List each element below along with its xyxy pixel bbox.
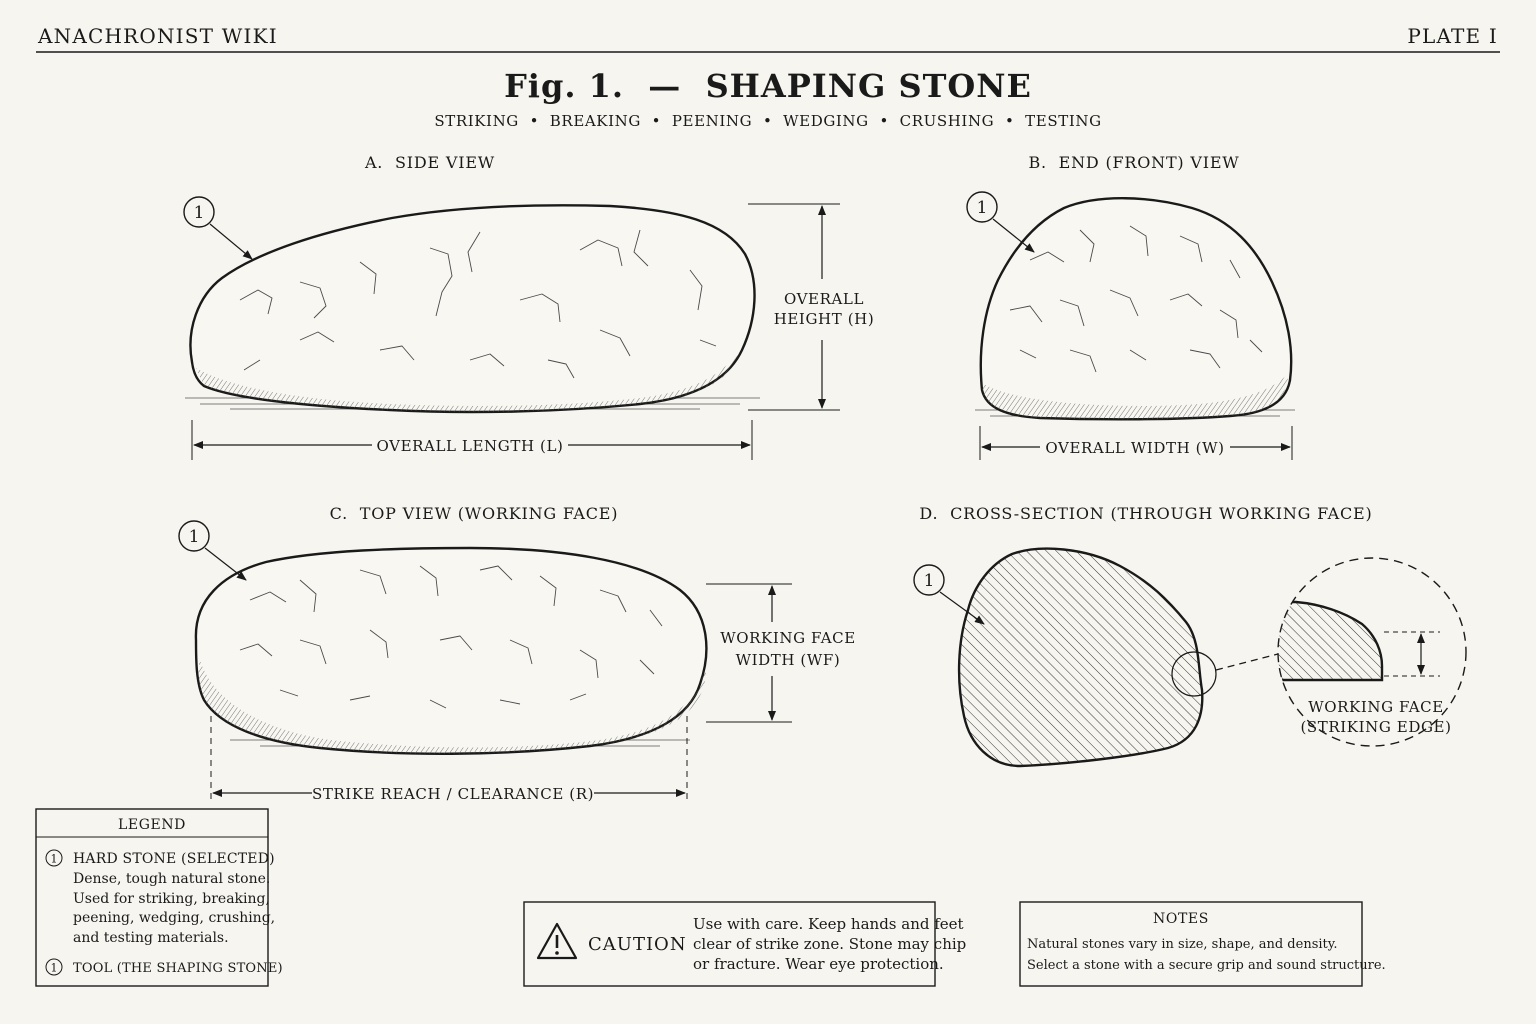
stone-end-underside-shading [982,374,1288,420]
legend-marker-2-number: 1 [51,962,58,975]
callout-marker-d [913,564,945,596]
wf-label-line2: WIDTH (WF) [736,651,841,669]
callout-marker-a [183,196,215,228]
leader-line-c [204,547,247,581]
callout-marker-b [966,191,998,223]
legend-item-1-desc-line2: Used for striking, breaking, [73,891,270,907]
stone-top-view [194,546,708,755]
caution-box: CAUTION Use with care. Keep hands and fe… [523,901,966,987]
notes-line1: Natural stones vary in size, shape, and … [1027,937,1338,952]
callout-marker-c [178,520,210,552]
stone-side-view [189,204,756,414]
legend-item-1-desc-line4: and testing materials. [73,930,229,946]
legend-title: LEGEND [118,817,186,833]
legend-marker-1 [45,849,63,867]
legend-item-2-name: TOOL (THE SHAPING STONE) [73,961,283,976]
reach-label: STRIKE REACH / CLEARANCE (R) [312,785,594,803]
view-b-end: B. END (FRONT) VIEW 1 OVERALL WIDTH (W) [966,153,1295,460]
site-name: ANACHRONIST WIKI [37,24,278,48]
view-c-title: C. TOP VIEW (WORKING FACE) [330,504,619,523]
notes-frame [1019,901,1363,987]
legend-item-1-desc-line3: peening, wedging, crushing, [73,910,275,926]
detail-enlarged-section [1278,600,1384,682]
caution-label: CAUTION [588,934,687,955]
leader-line-d [939,591,985,625]
stone-top-texture [239,565,663,709]
cross-section-stone [957,547,1204,768]
leader-line-b [992,218,1035,253]
view-c-top: C. TOP VIEW (WORKING FACE) 1 WORKING FAC… [178,504,856,804]
stone-end-view [979,197,1293,421]
detail-label-line1: WORKING FACE [1308,698,1444,716]
wf-label-line1: WORKING FACE [720,629,856,647]
height-label-line2: HEIGHT (H) [774,310,875,328]
stone-end-texture [1009,225,1263,373]
detail-circle [1277,557,1467,747]
plate-number: PLATE I [1407,24,1498,48]
legend-marker-2 [45,958,63,976]
notes-line2: Select a stone with a secure grip and so… [1027,958,1386,973]
view-a-side: A. SIDE VIEW 1 OVERALL HEIGHT (H) OVERAL… [183,153,875,460]
callout-number-b: 1 [977,198,988,218]
view-d-cross-section: D. CROSS-SECTION (THROUGH WORKING FACE) … [913,504,1467,768]
detail-reference-circle [1171,651,1217,697]
detail-label-line2: (STRIKING EDGE) [1300,718,1451,736]
legend-frame [35,808,269,987]
detail-connector [1215,653,1279,671]
width-label: OVERALL WIDTH (W) [1045,439,1224,457]
height-label-line1: OVERALL [784,290,864,308]
legend-item-1-desc-line1: Dense, tough natural stone. [73,871,270,887]
view-b-title: B. END (FRONT) VIEW [1028,153,1239,172]
notes-title: NOTES [1153,911,1209,927]
warning-icon [536,922,578,960]
notes-box: NOTES Natural stones vary in size, shape… [1019,901,1386,987]
figure-title: Fig. 1. — SHAPING STONE [504,67,1032,105]
leader-line-a [209,223,253,260]
caution-line3: or fracture. Wear eye protection. [693,955,944,973]
callout-number-c: 1 [189,527,200,547]
callout-number-a: 1 [194,203,205,223]
caution-line2: clear of strike zone. Stone may chip [693,935,966,953]
caution-line1: Use with care. Keep hands and feet [693,915,964,933]
view-a-title: A. SIDE VIEW [364,153,495,172]
legend-item-1-name: HARD STONE (SELECTED) [73,851,275,867]
view-d-title: D. CROSS-SECTION (THROUGH WORKING FACE) [919,504,1372,523]
caution-frame [523,901,936,987]
stone-side-texture [239,229,717,379]
legend-marker-1-number: 1 [51,853,58,866]
figure-subtitle: STRIKING • BREAKING • PEENING • WEDGING … [434,112,1101,130]
callout-number-d: 1 [924,571,935,591]
legend-box: LEGEND 1 HARD STONE (SELECTED) Dense, to… [35,808,283,987]
length-label: OVERALL LENGTH (L) [377,437,564,455]
